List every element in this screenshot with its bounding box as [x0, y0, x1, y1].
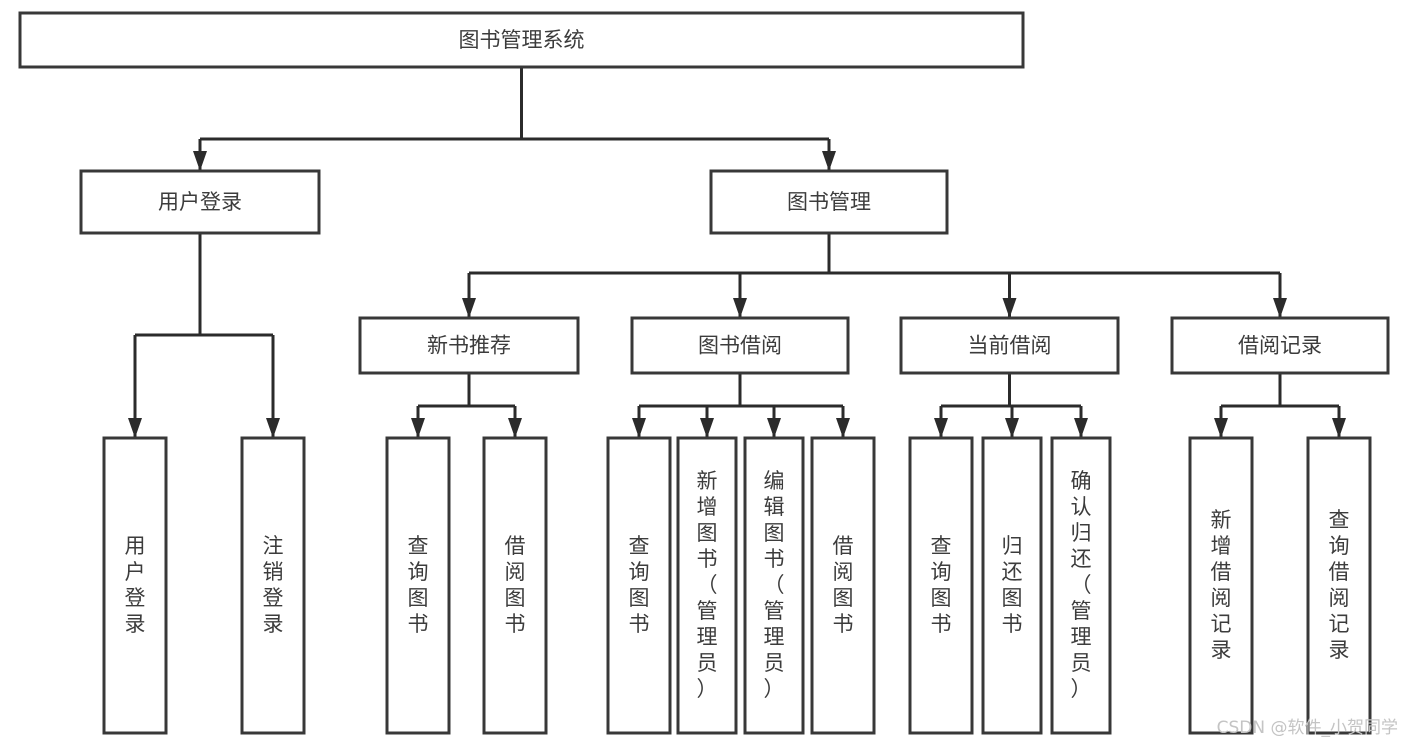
node-label: 查询图书	[408, 534, 429, 636]
arrow-head-icon	[1273, 298, 1287, 318]
node-box[interactable]	[743, 436, 805, 735]
arrow-head-icon	[1332, 418, 1346, 438]
node-box[interactable]	[981, 436, 1043, 735]
node-box[interactable]	[1170, 316, 1390, 375]
node-label: 新增借阅记录	[1211, 508, 1232, 662]
node-box[interactable]	[102, 436, 168, 735]
leaf-node-8[interactable]: 借阅图书	[810, 436, 876, 735]
level2-node-4[interactable]: 借阅记录	[1170, 316, 1390, 375]
edges-4-to-leaves	[1214, 373, 1346, 438]
leaf-node-10[interactable]: 归还图书	[981, 436, 1043, 735]
arrow-head-icon	[1214, 418, 1228, 438]
node-label: 归还图书	[1002, 534, 1023, 636]
node-box[interactable]	[1306, 436, 1372, 735]
node-label: 图书管理系统	[459, 28, 585, 52]
nodes-layer: 图书管理系统用户登录图书管理新书推荐图书借阅当前借阅借阅记录用户登录注销登录查询…	[18, 11, 1390, 735]
node-label: 用户登录	[158, 190, 242, 214]
leaf-node-7[interactable]: 编辑图书（管理员）	[743, 436, 805, 735]
level2-node-3[interactable]: 当前借阅	[899, 316, 1120, 375]
level2-node-1[interactable]: 新书推荐	[358, 316, 580, 375]
arrow-head-icon	[193, 151, 207, 171]
arrow-head-icon	[266, 418, 280, 438]
connectors-layer	[128, 67, 1346, 438]
arrow-head-icon	[508, 418, 522, 438]
edges-root-to-level1	[193, 67, 836, 171]
leaf-node-13[interactable]: 查询借阅记录	[1306, 436, 1372, 735]
node-box[interactable]	[1050, 436, 1112, 735]
node-label: 编辑图书（管理员）	[764, 469, 785, 701]
node-box[interactable]	[240, 436, 306, 735]
arrow-head-icon	[822, 151, 836, 171]
node-box[interactable]	[709, 169, 949, 235]
node-label: 查询图书	[629, 534, 650, 636]
level1-node-user-login[interactable]: 用户登录	[79, 169, 321, 235]
node-box[interactable]	[358, 316, 580, 375]
node-label: 图书借阅	[698, 334, 782, 358]
arrow-head-icon	[934, 418, 948, 438]
leaf-node-6[interactable]: 新增图书（管理员）	[676, 436, 738, 735]
leaf-node-11[interactable]: 确认归还（管理员）	[1050, 436, 1112, 735]
node-label: 图书管理	[787, 190, 871, 214]
arrow-head-icon	[767, 418, 781, 438]
root-node-book-management-system[interactable]: 图书管理系统	[18, 11, 1025, 69]
node-label: 借阅记录	[1238, 334, 1322, 358]
node-box[interactable]	[676, 436, 738, 735]
arrow-head-icon	[411, 418, 425, 438]
node-label: 新书推荐	[427, 334, 511, 358]
leaf-node-9[interactable]: 查询图书	[908, 436, 974, 735]
arrow-head-icon	[836, 418, 850, 438]
edges-bookmgmt-to-level2	[462, 233, 1287, 318]
csdn-watermark: CSDN @软件_小贺同学	[1217, 718, 1398, 738]
node-box[interactable]	[385, 436, 451, 735]
arrow-head-icon	[733, 298, 747, 318]
node-label: 当前借阅	[968, 334, 1052, 358]
arrow-head-icon	[1002, 298, 1017, 318]
node-label: 查询图书	[931, 534, 952, 636]
edges-userlogin-to-leaves	[128, 233, 280, 438]
node-box[interactable]	[606, 436, 672, 735]
node-box[interactable]	[482, 436, 548, 735]
level1-node-book-management[interactable]: 图书管理	[709, 169, 949, 235]
node-box[interactable]	[1188, 436, 1254, 735]
node-box[interactable]	[810, 436, 876, 735]
node-box[interactable]	[18, 11, 1025, 69]
node-label: 注销登录	[263, 534, 284, 636]
node-label: 借阅图书	[505, 534, 526, 636]
node-box[interactable]	[630, 316, 850, 375]
node-label: 新增图书（管理员）	[697, 469, 718, 701]
leaf-node-12[interactable]: 新增借阅记录	[1188, 436, 1254, 735]
node-label: 确认归还（管理员）	[1071, 469, 1092, 701]
leaf-node-3[interactable]: 查询图书	[385, 436, 451, 735]
arrow-head-icon	[632, 418, 646, 438]
edges-2-to-leaves	[632, 373, 850, 438]
edges-3-to-leaves	[934, 373, 1088, 438]
node-box[interactable]	[899, 316, 1120, 375]
arrow-head-icon	[128, 418, 142, 438]
node-box[interactable]	[908, 436, 974, 735]
arrow-head-icon	[1005, 418, 1019, 438]
node-label: 查询借阅记录	[1329, 508, 1350, 662]
leaf-node-4[interactable]: 借阅图书	[482, 436, 548, 735]
leaf-node-1[interactable]: 用户登录	[102, 436, 168, 735]
leaf-node-5[interactable]: 查询图书	[606, 436, 672, 735]
leaf-node-2[interactable]: 注销登录	[240, 436, 306, 735]
arrow-head-icon	[700, 418, 714, 438]
arrow-head-icon	[1074, 418, 1088, 438]
node-label: 借阅图书	[833, 534, 854, 636]
arrow-head-icon	[462, 298, 476, 318]
edges-1-to-leaves	[411, 373, 522, 438]
node-box[interactable]	[79, 169, 321, 235]
node-label: 用户登录	[125, 534, 146, 636]
level2-node-2[interactable]: 图书借阅	[630, 316, 850, 375]
